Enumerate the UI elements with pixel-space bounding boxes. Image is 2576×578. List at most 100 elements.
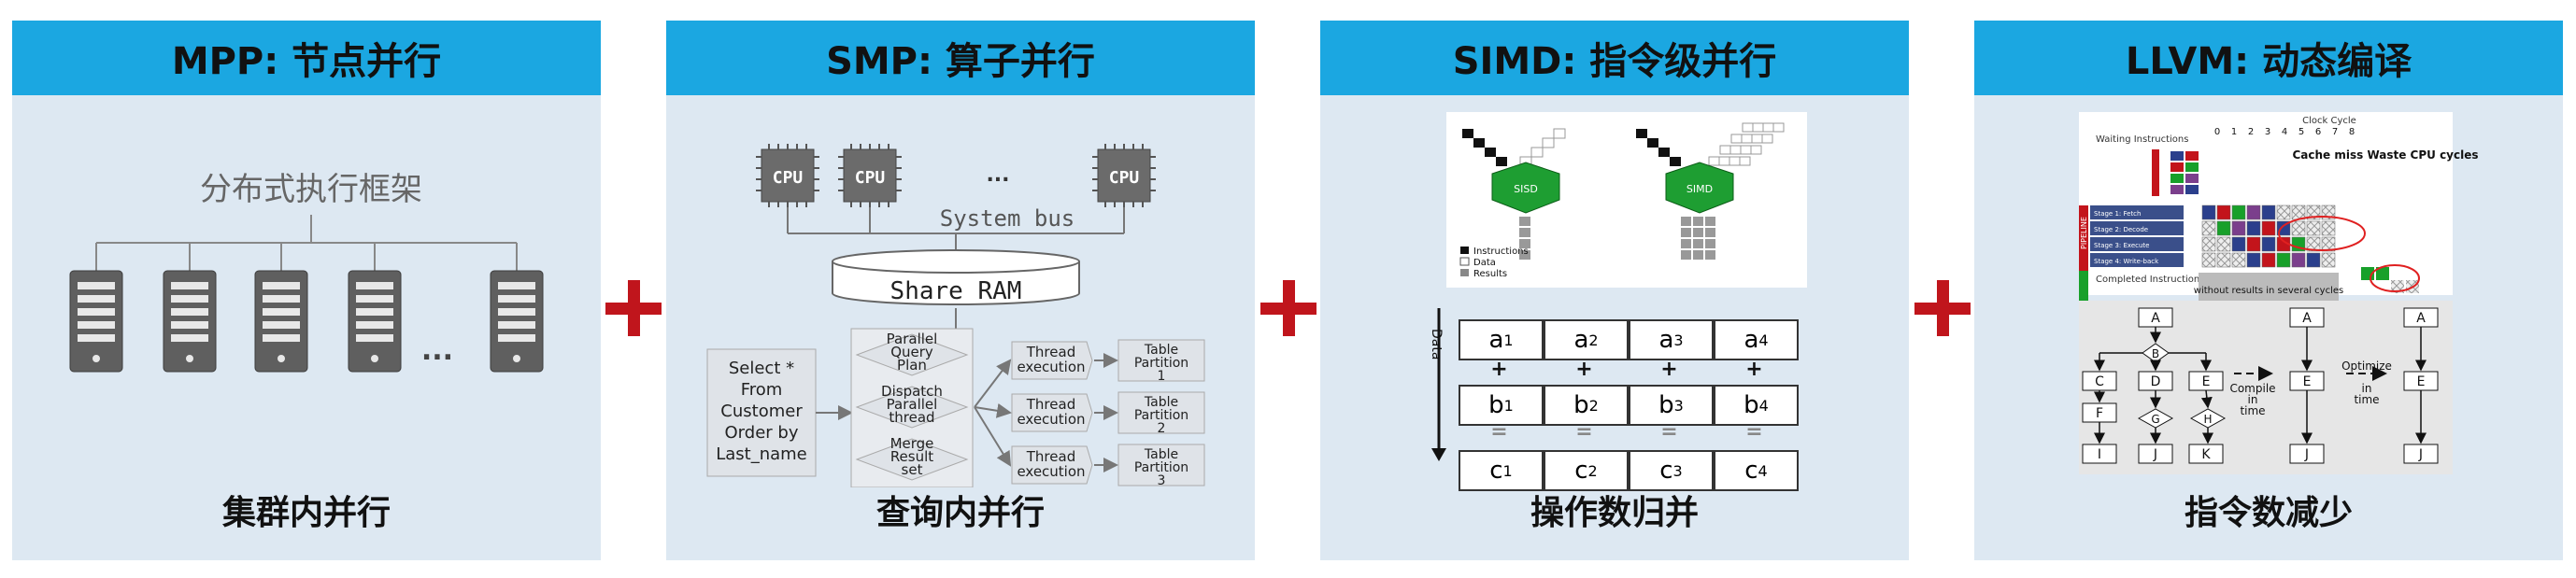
- pipeline-stage: [2090, 205, 2184, 219]
- pipeline-cell: [2231, 236, 2246, 252]
- equals-operator: =: [1490, 420, 1508, 444]
- svg-text:1: 1: [1158, 369, 1166, 384]
- miss-highlight: [2278, 216, 2366, 251]
- pipeline-stage-label: Stage 3: Execute: [2094, 242, 2149, 249]
- cpu-pins: [756, 144, 1156, 207]
- waiting-instruction: [2170, 151, 2184, 161]
- svg-text:set: set: [902, 461, 923, 478]
- waiting-instruction: [2170, 162, 2184, 172]
- mpp-ellipsis: ...: [421, 334, 453, 367]
- pipeline-cell: [2231, 204, 2246, 220]
- system-bus-label: System bus: [940, 205, 1075, 232]
- framework-label: 分布式执行框架: [200, 171, 422, 208]
- svg-text:Partition: Partition: [1134, 460, 1188, 475]
- plus-icon: [1914, 280, 1971, 336]
- svg-text:thread: thread: [889, 409, 934, 426]
- pipeline-stage: [2090, 253, 2184, 267]
- svg-text:CPU: CPU: [855, 168, 886, 188]
- panel-smp: SMP: 算子并行 CPU CPU ... CPU: [666, 21, 1255, 560]
- panel-title: MPP: 节点并行: [12, 21, 601, 95]
- data-axis-label: Data: [1429, 329, 1444, 359]
- svg-text:time: time: [2240, 404, 2265, 417]
- system-bus: [787, 207, 1125, 252]
- server-icon: [163, 270, 217, 373]
- pipeline-cell: [2306, 236, 2321, 252]
- cycle-number: 3: [2265, 127, 2270, 137]
- flow-node: E: [2188, 371, 2224, 391]
- flow-node: K: [2188, 444, 2224, 464]
- svg-text:Share RAM: Share RAM: [890, 277, 1022, 305]
- framework-connector: [95, 215, 518, 271]
- svg-text:in: in: [2362, 382, 2372, 395]
- svg-text:A: A: [2302, 311, 2312, 326]
- svg-text:Table: Table: [1144, 447, 1178, 462]
- panel-title: SMP: 算子并行: [666, 21, 1255, 95]
- svg-text:Table: Table: [1144, 395, 1178, 410]
- flow-node-right: E: [2403, 371, 2439, 391]
- waiting-instruction: [2185, 162, 2199, 172]
- flow-node: C: [2082, 371, 2117, 391]
- pipeline-stage: [2090, 221, 2184, 235]
- panel-mpp: MPP: 节点并行 分布式执行框架 ... 集群内并行: [12, 21, 601, 560]
- pipeline-cell: [2291, 252, 2306, 268]
- pipeline-cell: [2246, 236, 2261, 252]
- equals-operator: =: [1660, 420, 1678, 444]
- server-icon: [69, 270, 123, 373]
- waiting-label: Waiting Instructions: [2096, 134, 2188, 145]
- waiting-instruction: [2185, 185, 2199, 194]
- svg-text:time: time: [2354, 393, 2379, 406]
- svg-text:2: 2: [1158, 421, 1166, 436]
- svg-text:B: B: [2152, 347, 2159, 360]
- panel-title: LLVM: 动态编译: [1974, 21, 2563, 95]
- panel-simd: SIMD: 指令级并行 SISD SIMD: [1320, 21, 1909, 560]
- pipeline-cell: [2246, 252, 2261, 268]
- cycle-number: 7: [2332, 127, 2338, 137]
- svg-text:K: K: [2201, 447, 2211, 462]
- svg-text:C: C: [2095, 374, 2104, 389]
- svg-text:Thread: Thread: [1026, 396, 1075, 413]
- data-axis: Data: [1429, 308, 1446, 461]
- server-icon: [254, 270, 308, 373]
- cycle-number: 0: [2214, 127, 2220, 137]
- equals-operator: =: [1745, 420, 1763, 444]
- pipeline-cell: [2246, 220, 2261, 236]
- cpu-chip: CPU: [1097, 148, 1151, 203]
- cycle-number: 1: [2231, 127, 2237, 137]
- svg-text:in: in: [2248, 393, 2258, 406]
- pipeline-cell: [2261, 204, 2276, 220]
- flow-node: A: [2138, 307, 2173, 328]
- plus-operator: +: [1660, 358, 1678, 381]
- svg-text:CPU: CPU: [773, 168, 804, 188]
- sql-line: Order by: [725, 423, 799, 443]
- smp-diagram: CPU CPU ... CPU System bus Share RA: [706, 144, 1205, 487]
- svg-text:E: E: [2417, 374, 2426, 389]
- waiting-instruction: [2185, 174, 2199, 183]
- flow-node-mid: E: [2289, 371, 2325, 391]
- pipeline-cell: [2276, 220, 2291, 236]
- sisd-label: SISD: [1514, 183, 1538, 195]
- flow-node: J: [2138, 444, 2173, 464]
- svg-text:E: E: [2303, 374, 2312, 389]
- pipeline-cell: [2231, 252, 2246, 268]
- pipeline-cell: [2201, 220, 2216, 236]
- pipeline-cell: [2261, 236, 2276, 252]
- svg-text:CPU: CPU: [1109, 168, 1140, 188]
- svg-text:I: I: [2098, 447, 2101, 462]
- pipeline-stage: [2090, 237, 2184, 251]
- svg-text:Data: Data: [1473, 258, 1496, 268]
- plus-operator: +: [1575, 358, 1593, 381]
- panel-footer: 操作数归并: [1530, 494, 1699, 532]
